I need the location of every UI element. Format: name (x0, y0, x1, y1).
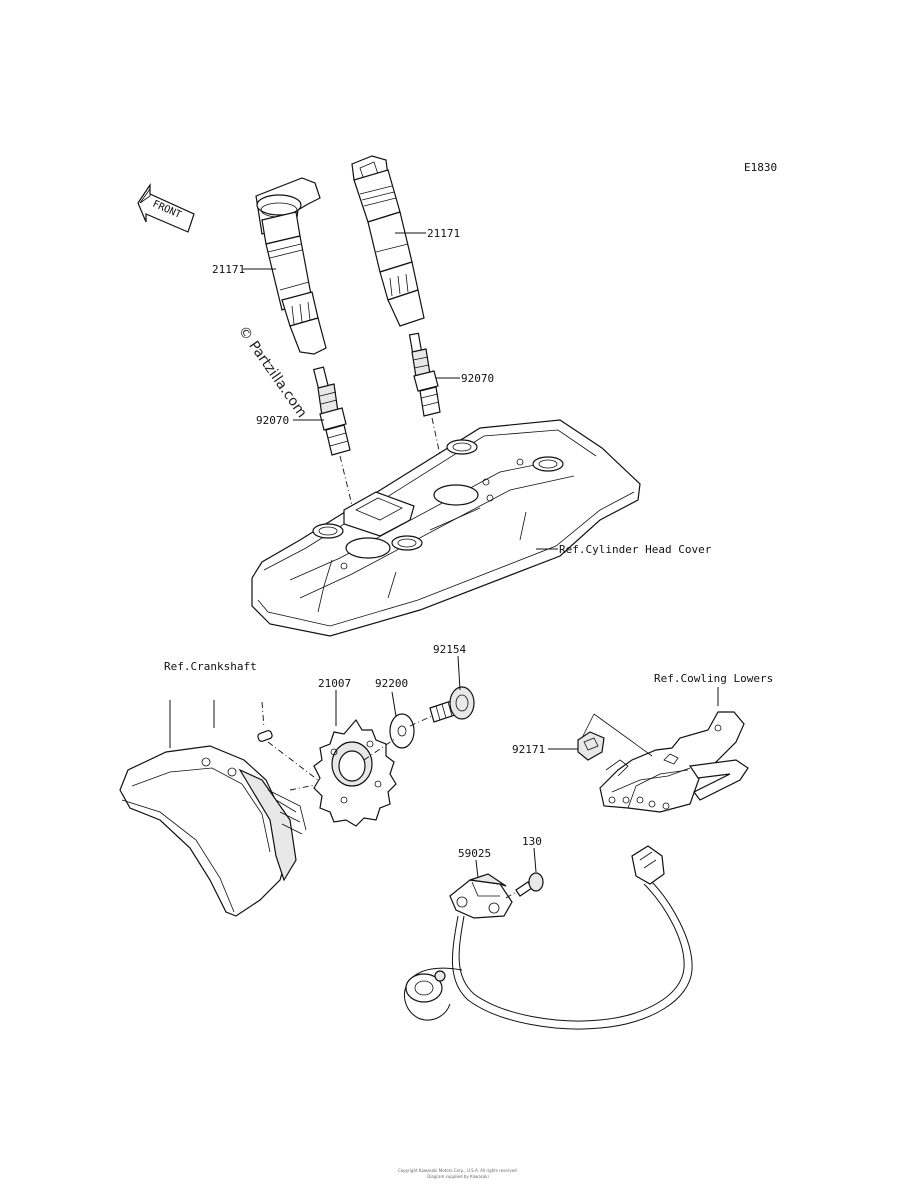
label-ref-cylinder-head-cover: Ref.Cylinder Head Cover (559, 543, 712, 556)
label-ref-cowling-lowers: Ref.Cowling Lowers (654, 672, 773, 685)
label-coil-left: 21171 (212, 263, 245, 276)
label-ref-crankshaft: Ref.Crankshaft (164, 660, 257, 673)
label-bolt: 92154 (433, 643, 466, 656)
woodruff-key (257, 730, 273, 742)
crankshaft-sensor (449, 873, 513, 919)
label-sensor: 59025 (458, 847, 491, 860)
cylinder-head-cover (251, 419, 641, 637)
washer (389, 713, 415, 749)
label-coil-right: 21171 (427, 227, 460, 240)
diagram-code: E1830 (744, 161, 777, 174)
spark-plug-left (313, 366, 351, 456)
screw (515, 872, 544, 897)
label-washer: 92200 (375, 677, 408, 690)
crankshaft-housing (119, 745, 307, 917)
spark-plug-right (408, 332, 441, 417)
footer-line-2: Diagram supplied by Kawasaki (427, 1174, 489, 1179)
label-clip: 92171 (512, 743, 545, 756)
timing-rotor (313, 718, 397, 827)
ignition-coil-right (351, 155, 425, 327)
wiring-harness (403, 845, 693, 1030)
label-screw: 130 (522, 835, 542, 848)
label-plug-right: 92070 (461, 372, 494, 385)
label-rotor: 21007 (318, 677, 351, 690)
label-plug-left: 92070 (256, 414, 289, 427)
ignition-coil-left (255, 177, 327, 355)
clip (577, 731, 605, 761)
cowling-bracket (599, 711, 749, 813)
footer-line-1: Copyright Kawasaki Motors Corp., U.S.A. … (398, 1168, 518, 1173)
bolt (429, 686, 475, 723)
front-arrow-icon: FRONT (137, 183, 195, 233)
